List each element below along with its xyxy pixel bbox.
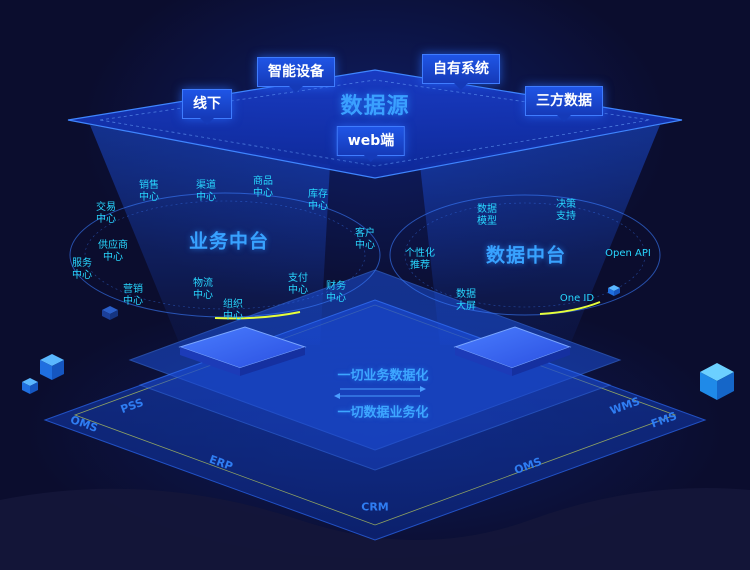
- business-node-sales: 销售中心: [139, 180, 159, 203]
- cube-left-small: [22, 378, 38, 394]
- bottom-dune: [0, 488, 750, 570]
- data-chip-side-right: [512, 347, 570, 376]
- callout-offline: 线下: [182, 89, 232, 125]
- business-ring-highlight: [214, 311, 301, 320]
- data-node-personalized-recommendation: 个性化推荐: [405, 248, 435, 271]
- business-node-customer: 客户中心: [355, 228, 375, 251]
- callout-web: web端: [336, 126, 406, 162]
- business-node-trade: 交易中心: [96, 202, 116, 225]
- business-node-logistics: 物流中心: [193, 278, 213, 301]
- data-node-one-id: One ID: [559, 293, 595, 304]
- data-source-title: 数据源: [340, 94, 410, 119]
- cube-business-ring: [102, 306, 118, 320]
- business-node-supplier: 供应商中心: [98, 240, 128, 263]
- callout-smart-devices: 智能设备: [257, 57, 335, 93]
- system-crm: CRM: [361, 500, 389, 514]
- slogan-business-to-data: 一切业务数据化: [337, 368, 429, 384]
- data-platform-title: 数据中台: [485, 244, 567, 267]
- data-node-data-screen: 数据大屏: [456, 289, 476, 312]
- cube-data-ring: [608, 285, 620, 296]
- business-node-marketing: 营销中心: [123, 284, 143, 307]
- business-node-product: 商品中心: [253, 176, 273, 199]
- data-ring-inner: [404, 202, 646, 308]
- slogan-data-to-business: 一切数据业务化: [337, 405, 429, 421]
- business-beam: [90, 125, 330, 345]
- business-chip-side-left: [180, 347, 240, 376]
- cube-right: [700, 363, 734, 400]
- data-node-decision-support: 决策支持: [556, 199, 576, 222]
- business-node-organization: 组织中心: [223, 299, 243, 322]
- arrow-right-head: [420, 386, 426, 392]
- data-ring: [389, 194, 661, 316]
- business-node-payment: 支付中心: [288, 273, 308, 296]
- arrow-left-head: [334, 393, 340, 399]
- business-node-inventory: 库存中心: [308, 189, 328, 212]
- cube-left-large: [40, 354, 64, 380]
- business-ring: [69, 192, 381, 318]
- business-chip-side-right: [240, 347, 305, 376]
- business-ring-inner: [84, 200, 366, 310]
- callout-own-systems: 自有系统: [422, 54, 500, 90]
- data-node-open-api: Open API: [605, 248, 651, 259]
- data-ring-highlight: [539, 301, 601, 315]
- data-chip-side-left: [455, 347, 512, 376]
- callout-third-party-data: 三方数据: [525, 86, 603, 122]
- data-beam: [420, 125, 660, 345]
- business-node-finance: 财务中心: [326, 281, 346, 304]
- business-node-channel: 渠道中心: [196, 180, 216, 203]
- business-platform-title: 业务中台: [188, 230, 270, 253]
- data-node-data-model: 数据模型: [477, 204, 497, 227]
- business-node-service: 服务中心: [72, 258, 92, 281]
